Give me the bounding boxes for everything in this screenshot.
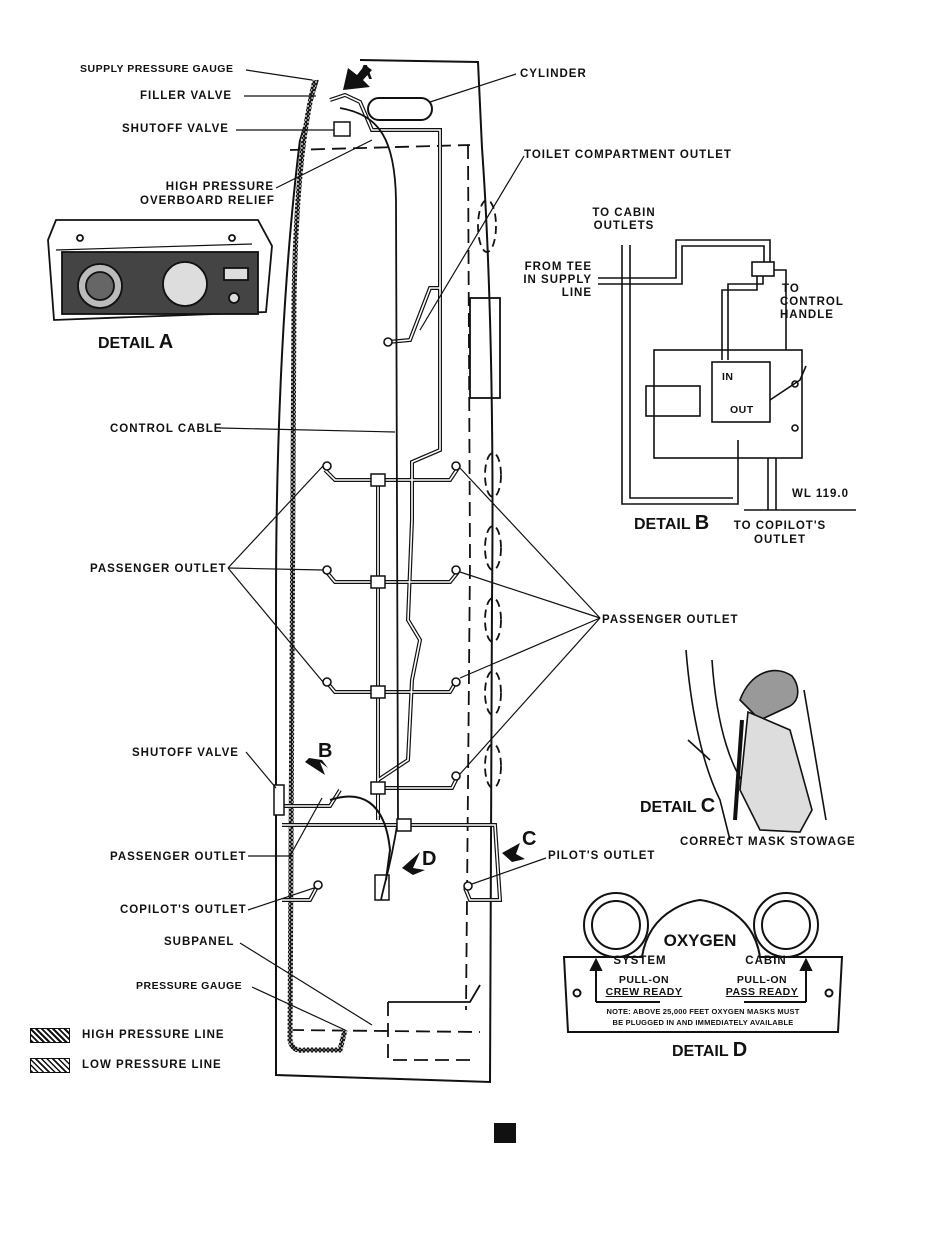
detail-a-letter: A [158,331,174,353]
detail-c-word: DETAIL [640,799,697,816]
leader-lines [219,69,601,1031]
detail-c-letter: C [700,795,716,817]
detail-b-outlets: OUTLETS [593,220,655,232]
label-copilots-outlet: COPILOT'S OUTLET [120,904,247,916]
label-toilet-outlet: TOILET COMPARTMENT OUTLET [524,149,732,161]
callout-b: B [318,740,333,762]
detail-a-word: DETAIL [98,335,155,352]
detail-b-wl: WL 119.0 [792,488,850,500]
detail-b-control: CONTROL [780,296,844,308]
high-pressure-line [287,79,348,1053]
detail-b-in: IN [722,371,734,383]
detail-d-pull-on-left: PULL-ON [618,974,670,986]
label-cylinder: CYLINDER [520,68,587,80]
detail-b-caption: DETAIL B [634,512,709,535]
label-passenger-outlet-bottom: PASSENGER OUTLET [110,851,247,863]
detail-d-pull-on-right: PULL-ON [736,974,788,986]
detail-b-to: TO [782,283,800,295]
page-marker-square [494,1123,516,1143]
shutoff-valve-box [273,784,285,816]
outlet-markers [313,337,473,891]
windows [477,199,502,789]
label-shutoff-valve-top: SHUTOFF VALVE [122,123,229,135]
detail-d-title: OXYGEN [663,931,737,950]
detail-b-drawing [598,239,856,511]
callout-a: A [358,62,373,84]
detail-b-out: OUT [730,404,754,416]
label-high-pressure: HIGH PRESSURE [165,181,274,193]
detail-b-letter: B [694,512,710,534]
detail-c-caption: DETAIL C [640,795,715,818]
detail-b-word: DETAIL [634,516,691,533]
cylinder-shape [367,97,433,121]
label-control-cable: CONTROL CABLE [110,423,223,435]
cabin-door [469,297,501,399]
detail-a-drawing [47,219,273,321]
label-passenger-outlet-left: PASSENGER OUTLET [90,563,227,575]
detail-d-pass-ready: PASS READY [725,986,799,998]
legend-high-pressure-swatch [30,1028,70,1043]
label-supply-pressure-gauge: SUPPLY PRESSURE GAUGE [80,63,234,75]
callout-c: C [522,828,537,850]
detail-d-cabin: CABIN [745,955,787,967]
legend-high-pressure-label: HIGH PRESSURE LINE [82,1029,225,1041]
detail-c-drawing [685,649,827,841]
detail-b-outlet: OUTLET [754,534,806,546]
detail-d-word: DETAIL [672,1043,729,1060]
detail-d-caption: DETAIL D [672,1039,747,1062]
control-cable-line [339,107,399,901]
legend-low-pressure-swatch [30,1058,70,1073]
detail-d-letter: D [732,1039,748,1061]
label-correct-mask-stowage: CORRECT MASK STOWAGE [680,836,856,848]
legend-low-pressure-label: LOW PRESSURE LINE [82,1059,222,1071]
subpanel-box [388,984,481,1003]
detail-b-from-tee: FROM TEE [524,261,592,273]
tee-fittings [333,121,412,832]
detail-b-in-supply: IN SUPPLY [523,274,592,286]
label-filler-valve: FILLER VALVE [140,90,233,102]
label-subpanel: SUBPANEL [164,936,235,948]
callout-d: D [422,848,437,870]
label-overboard-relief: OVERBOARD RELIEF [140,195,275,207]
label-shutoff-valve-bottom: SHUTOFF VALVE [132,747,239,759]
detail-a-caption: DETAIL A [98,331,173,354]
detail-d-system: SYSTEM [613,955,667,967]
bulkhead-dashes [289,144,481,1061]
callout-arrows [305,65,525,875]
detail-d-drawing [562,892,844,1033]
label-pilots-outlet: PILOT'S OUTLET [548,850,656,862]
detail-b-line: LINE [561,287,592,299]
detail-b-to-cabin: TO CABIN [592,207,656,219]
control-handle [374,874,390,901]
label-passenger-outlet-right: PASSENGER OUTLET [602,614,739,626]
detail-b-handle: HANDLE [780,309,834,321]
detail-b-to-copilot: TO COPILOT'S [733,520,827,532]
detail-d-crew-ready: CREW READY [605,986,683,998]
label-pressure-gauge: PRESSURE GAUGE [136,980,243,992]
detail-d-note-1: NOTE: ABOVE 25,000 FEET OXYGEN MASKS MUS… [606,1007,800,1016]
detail-d-note-2: BE PLUGGED IN AND IMMEDIATELY AVAILABLE [612,1018,794,1027]
